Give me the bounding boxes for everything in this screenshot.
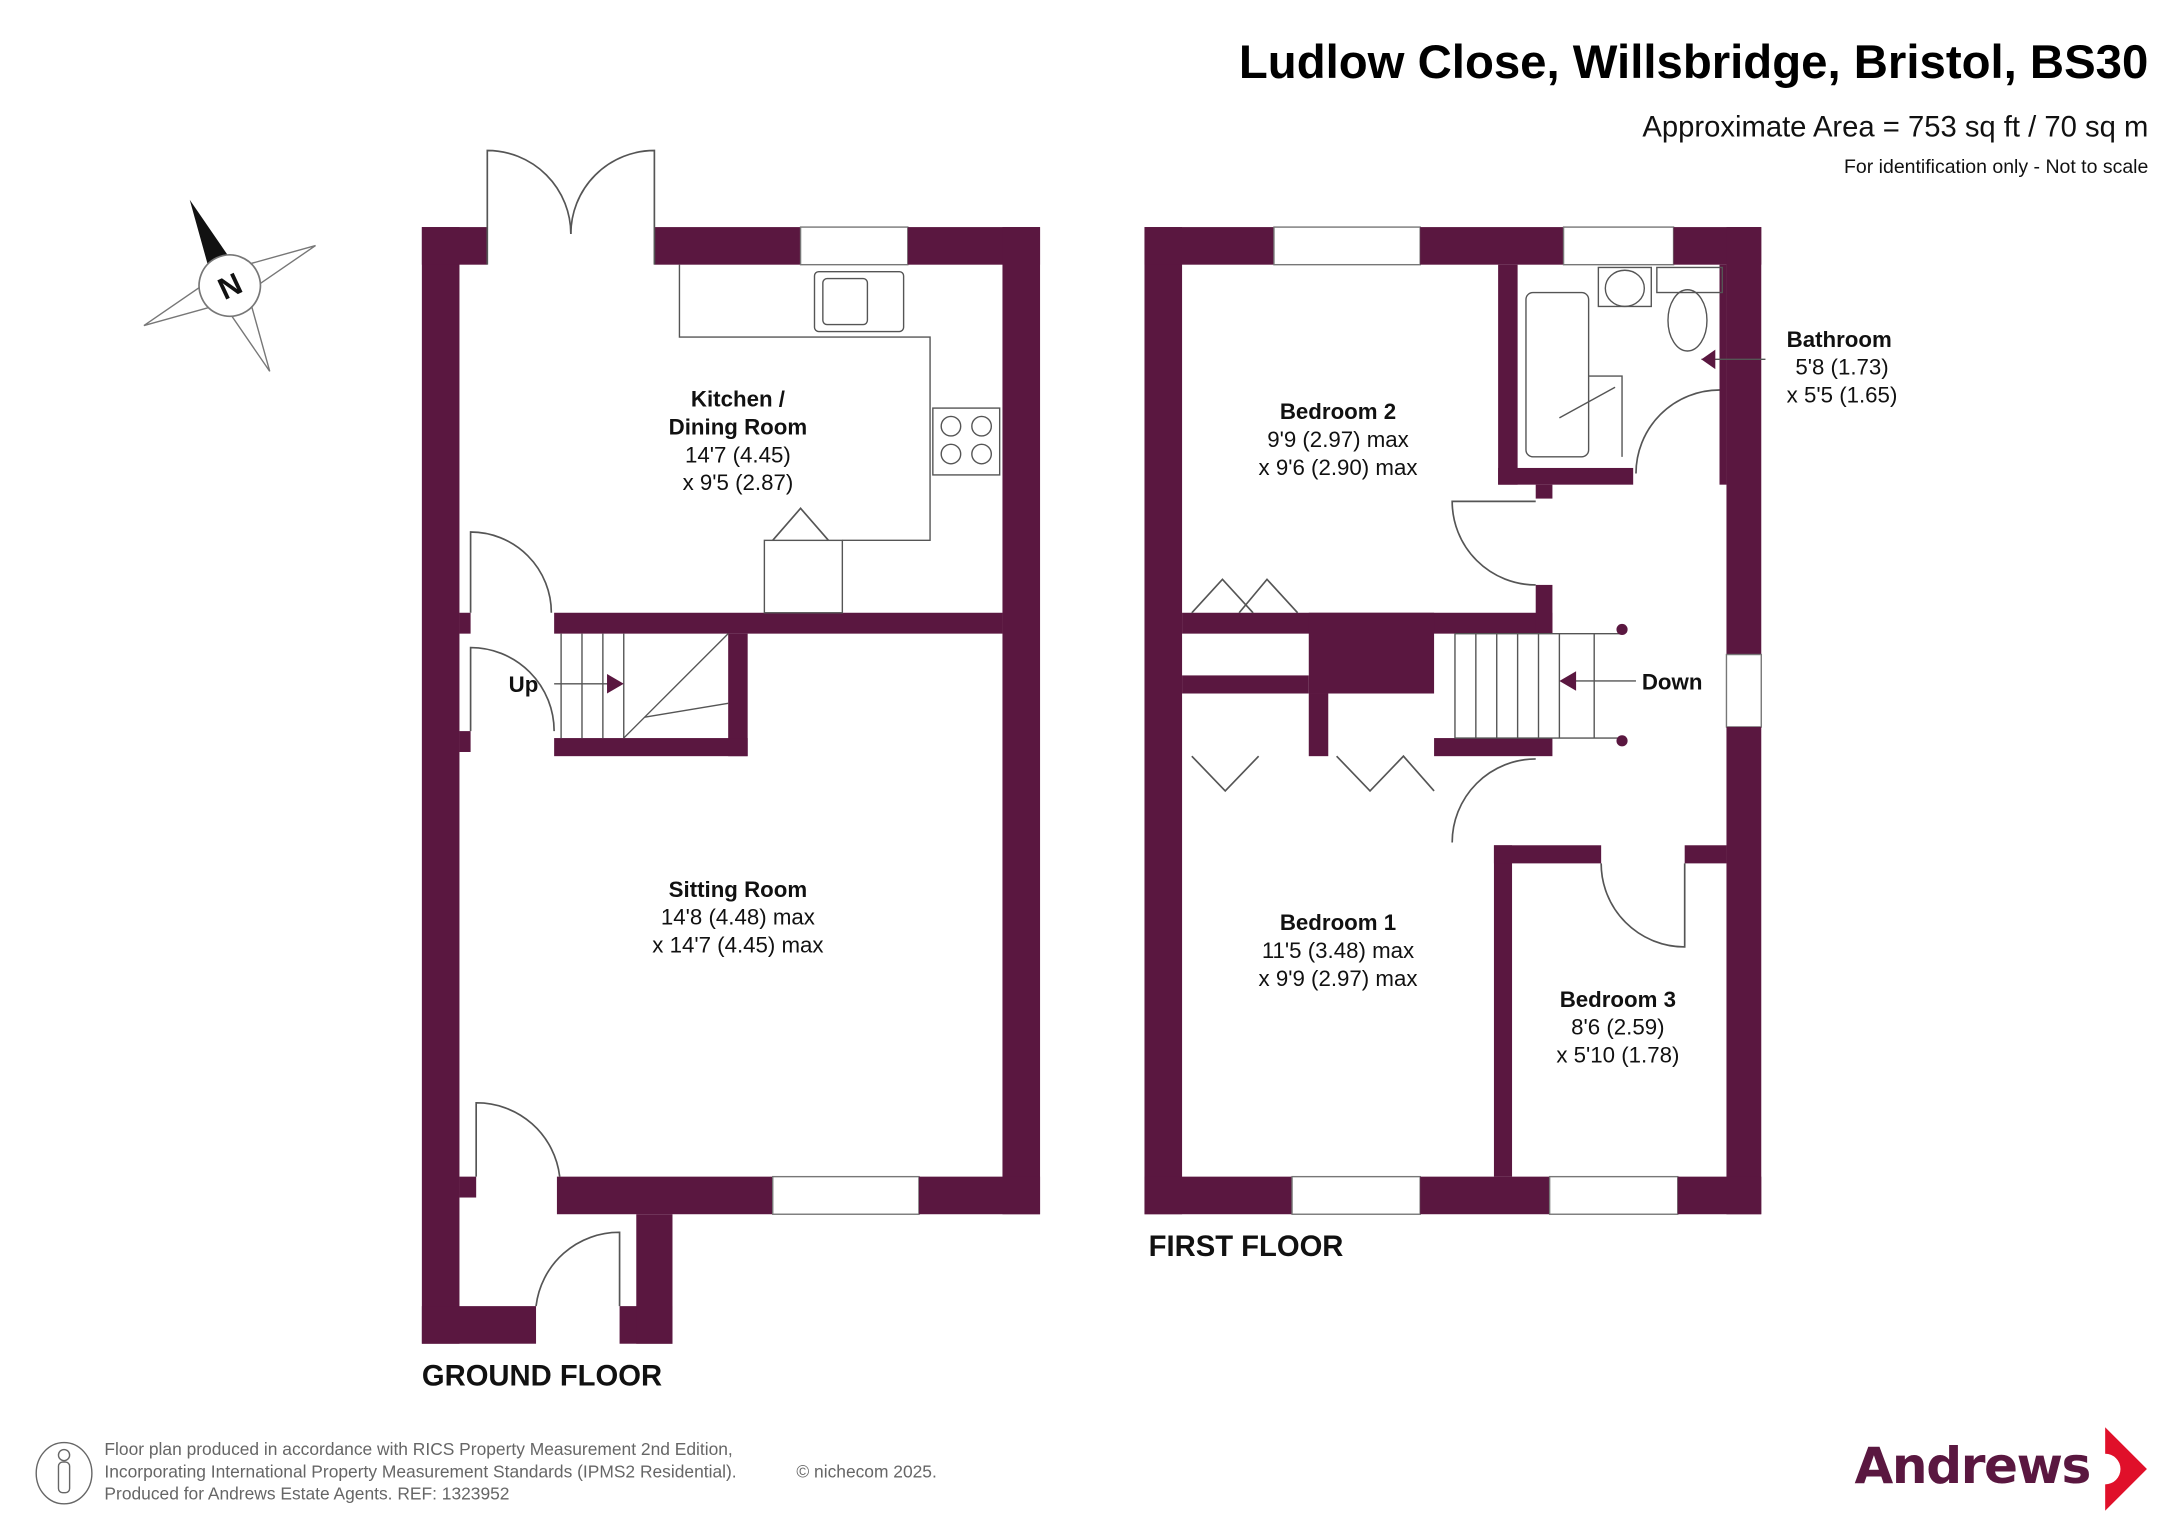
disclaimer: For identification only - Not to scale <box>1844 156 2148 178</box>
footer-line-3: Produced for Andrews Estate Agents. REF:… <box>104 1484 509 1504</box>
room-name-dining: Dining Room <box>669 415 808 440</box>
compass-icon: N <box>143 199 316 372</box>
room-name-bedroom-1: Bedroom 1 <box>1280 910 1396 935</box>
room-dim: x 9'6 (2.90) max <box>1259 455 1418 480</box>
footer-copyright: © nichecom 2025. <box>796 1461 936 1481</box>
ground-floor-plan: Up Kitchen / Dining Room 14'7 (4.45) x 9… <box>421 149 1041 1392</box>
stairs-down-label: Down <box>1642 669 1703 694</box>
room-name-sitting: Sitting Room <box>669 877 808 902</box>
room-dim: 8'6 (2.59) <box>1571 1015 1664 1040</box>
room-dim: 14'8 (4.48) max <box>661 905 815 930</box>
approximate-area: Approximate Area = 753 sq ft / 70 sq m <box>1642 112 2148 144</box>
rics-person-icon <box>35 1441 93 1505</box>
first-floor-label: FIRST FLOOR <box>1149 1231 1344 1263</box>
room-dim: 14'7 (4.45) <box>685 442 791 467</box>
room-dim: x 9'9 (2.97) max <box>1259 966 1418 991</box>
room-name-bathroom: Bathroom <box>1787 327 1892 352</box>
room-dim: 5'8 (1.73) <box>1795 355 1888 380</box>
room-name-bedroom-3: Bedroom 3 <box>1560 987 1676 1012</box>
property-title: Ludlow Close, Willsbridge, Bristol, BS30 <box>1239 36 2148 89</box>
brand-name: Andrews <box>1855 1436 2090 1495</box>
room-dim: 11'5 (3.48) max <box>1262 938 1414 963</box>
room-dim: x 5'5 (1.65) <box>1787 383 1898 408</box>
room-name-kitchen: Kitchen / <box>691 387 785 412</box>
andrews-logo: Andrews <box>1855 1427 2147 1511</box>
first-floor-plan: Down Bedroom 2 9'9 (2.97) max x 9'6 (2.9… <box>1144 226 1898 1263</box>
room-dim: x 9'5 (2.87) <box>683 470 794 495</box>
room-dim: x 5'10 (1.78) <box>1556 1042 1679 1067</box>
brand-arrow-icon <box>2105 1427 2147 1511</box>
footer-line-1: Floor plan produced in accordance with R… <box>104 1439 732 1459</box>
footer-line-2: Incorporating International Property Mea… <box>104 1461 736 1481</box>
stairs-up-label: Up <box>509 672 539 697</box>
room-dim: x 14'7 (4.45) max <box>652 932 823 957</box>
ground-floor-label: GROUND FLOOR <box>422 1360 662 1392</box>
room-name-bedroom-2: Bedroom 2 <box>1280 399 1396 424</box>
room-dim: 9'9 (2.97) max <box>1267 427 1409 452</box>
